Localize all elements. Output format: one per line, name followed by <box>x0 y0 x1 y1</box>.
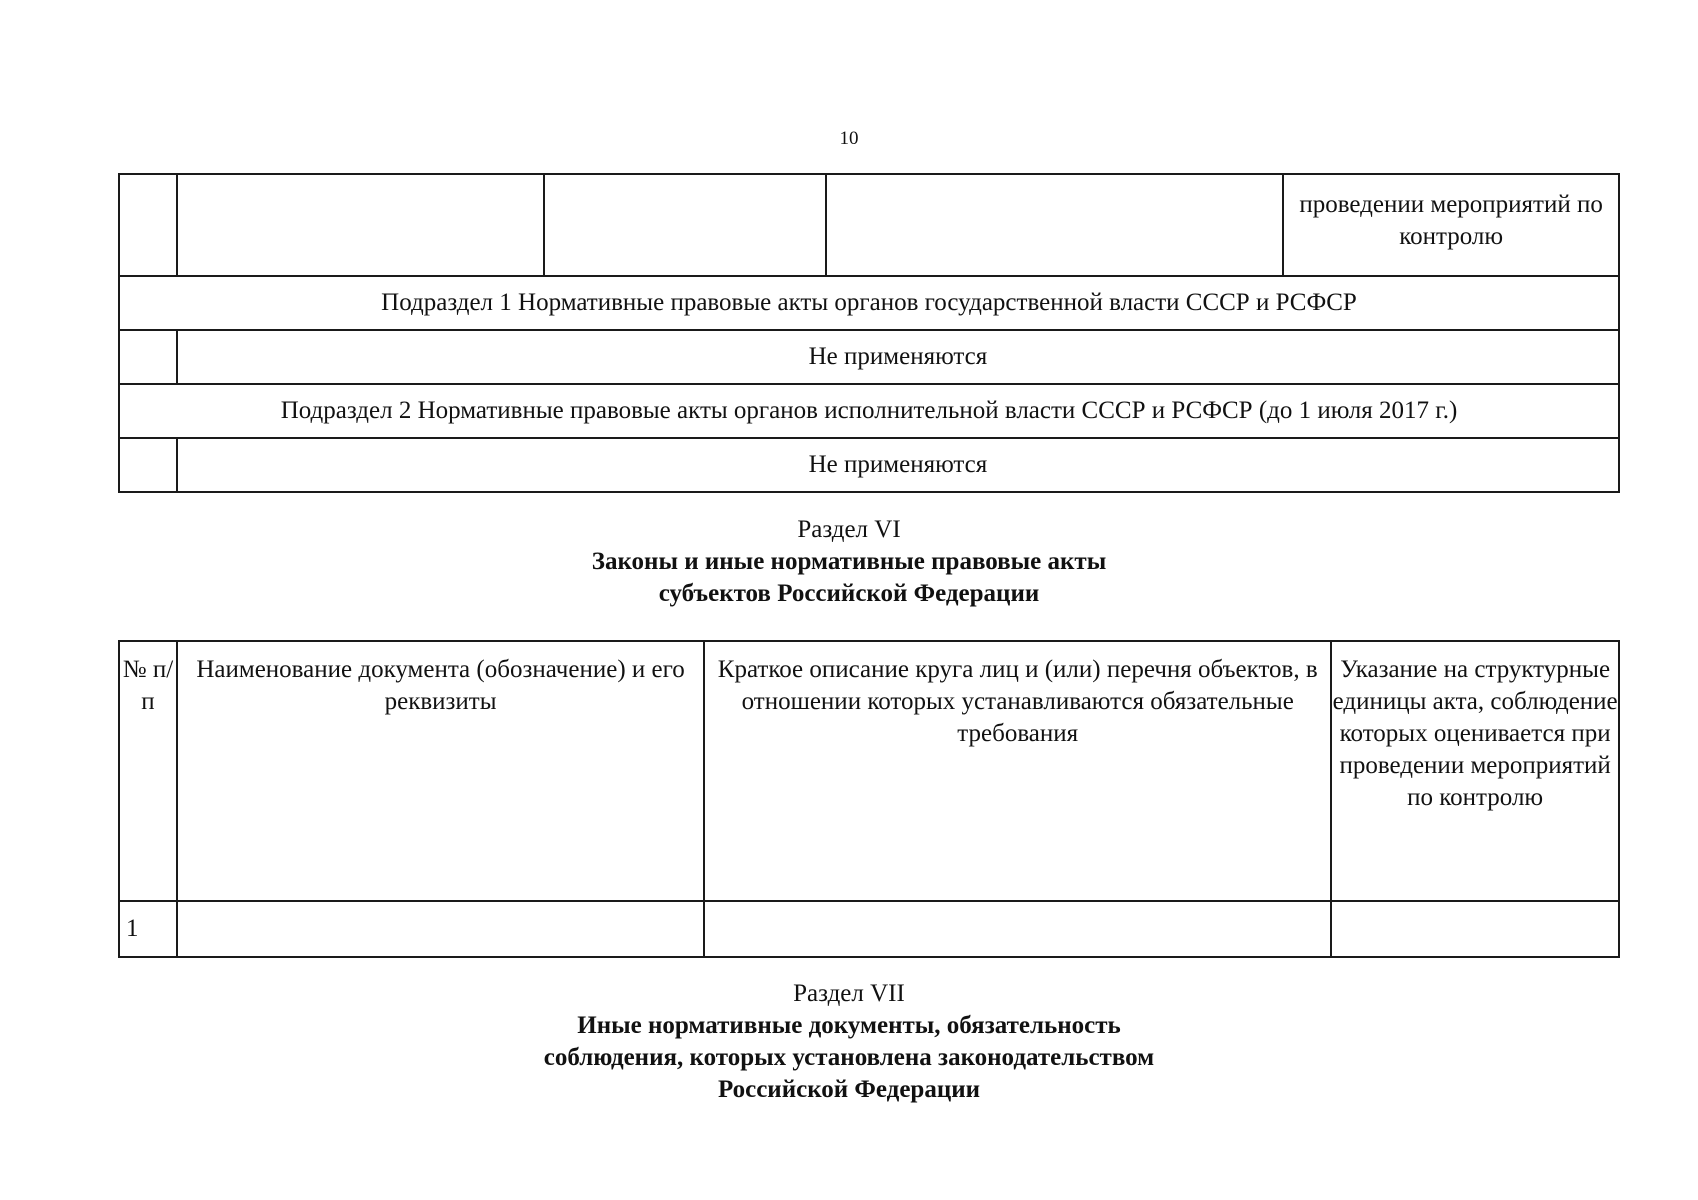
table-cell <box>118 173 178 277</box>
table-row: Подраздел 1 Нормативные правовые акты ор… <box>118 275 1620 331</box>
header-number: № п/п <box>118 640 178 902</box>
table-cell <box>703 900 1333 958</box>
header-description: Краткое описание круга лиц и (или) переч… <box>703 640 1333 902</box>
table-row: Не применяются <box>118 437 1621 493</box>
header-document-name: Наименование документа (обозначение) и е… <box>175 640 706 902</box>
table-cell <box>118 437 178 493</box>
subsection-1-heading: Подраздел 1 Нормативные правовые акты ор… <box>118 275 1620 331</box>
table-cell <box>118 329 178 385</box>
section-6-label: Раздел VI <box>797 516 901 543</box>
table-cell <box>1330 900 1620 958</box>
section-6-title: Законы и иные нормативные правовые акты … <box>591 548 1107 607</box>
table-cell <box>824 173 1285 277</box>
table-cell <box>175 173 546 277</box>
section-7-title: Иные нормативные документы, обязательнос… <box>543 1012 1155 1103</box>
section-7-label: Раздел VII <box>793 980 905 1007</box>
section-6-heading: Раздел VI Законы и иные нормативные прав… <box>0 514 1698 610</box>
cell-number: 1 <box>118 900 178 958</box>
table-row: Не применяются <box>118 329 1621 385</box>
table-continuation: проведении мероприятий по контролю Подра… <box>118 173 1621 493</box>
table-row: Подраздел 2 Нормативные правовые акты ор… <box>118 383 1620 439</box>
table-header-row: № п/п Наименование документа (обозначени… <box>118 640 1620 902</box>
table-row: проведении мероприятий по контролю <box>118 173 1620 277</box>
subsection-2-heading: Подраздел 2 Нормативные правовые акты ор… <box>118 383 1620 439</box>
table-cell <box>175 900 706 958</box>
not-applicable-2: Не применяются <box>175 437 1621 493</box>
table-section-6: № п/п Наименование документа (обозначени… <box>118 640 1620 958</box>
table-row: 1 <box>118 900 1620 958</box>
table-cell <box>543 173 827 277</box>
not-applicable-1: Не применяются <box>175 329 1621 385</box>
section-7-heading: Раздел VII Иные нормативные документы, о… <box>0 978 1698 1106</box>
header-structural-units: Указание на структурные единицы акта, со… <box>1330 640 1620 902</box>
page-number: 10 <box>839 128 859 149</box>
table-cell-continued-text: проведении мероприятий по контролю <box>1282 173 1620 277</box>
